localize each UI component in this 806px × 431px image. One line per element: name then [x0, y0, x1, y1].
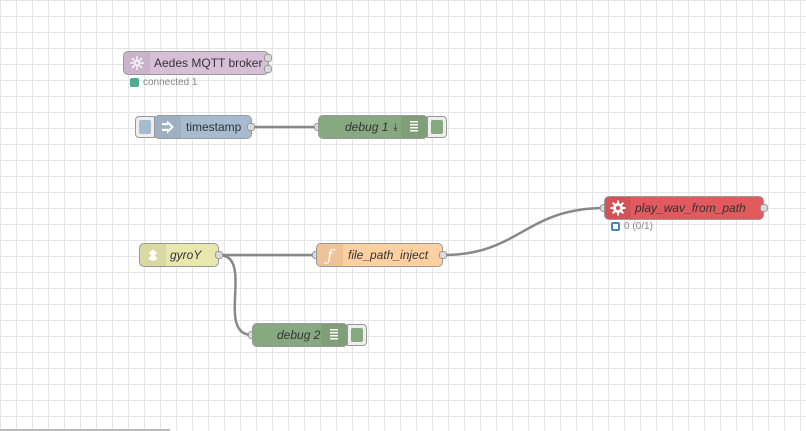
node-debug-1[interactable]: debug 1 ⤓ — [318, 115, 428, 139]
debug-toggle-button[interactable] — [427, 116, 447, 138]
status-badge: connected 1 — [130, 77, 198, 88]
node-label: debug 1 ⤓ — [345, 120, 398, 134]
list-icon — [321, 324, 347, 346]
node-timestamp[interactable]: timestamp — [154, 115, 252, 139]
output-port[interactable] — [215, 251, 223, 259]
horizontal-scrollbar[interactable] — [0, 429, 170, 431]
output-port[interactable] — [247, 123, 255, 131]
node-label: Aedes MQTT broker — [154, 56, 263, 70]
status-text: connected 1 — [143, 77, 198, 88]
bridge-icon — [124, 52, 150, 74]
wire-gyroY-debug2[interactable] — [218, 253, 253, 337]
node-label: file_path_inject — [348, 248, 429, 262]
gear-icon — [605, 197, 631, 219]
output-port[interactable] — [439, 251, 447, 259]
output-port[interactable] — [760, 204, 768, 212]
node-label: play_wav_from_path — [635, 201, 746, 215]
bridge-icon — [140, 244, 166, 266]
status-badge: 0 (0/1) — [611, 221, 653, 232]
wire-filepath-playwav[interactable] — [442, 206, 606, 257]
node-file-path-inject[interactable]: ƒ file_path_inject — [316, 243, 443, 267]
arrow-in-icon — [155, 116, 181, 138]
output-port[interactable] — [264, 54, 272, 62]
debug-toggle-button[interactable] — [347, 324, 367, 346]
node-aedes-mqtt-broker[interactable]: Aedes MQTT broker — [123, 51, 269, 75]
node-debug-2[interactable]: debug 2 — [252, 323, 348, 347]
status-text: 0 (0/1) — [624, 221, 653, 232]
status-dot — [130, 78, 139, 87]
node-gyroY[interactable]: gyroY — [139, 243, 219, 267]
node-label: debug 2 — [277, 328, 321, 342]
node-play-wav-from-path[interactable]: play_wav_from_path — [604, 196, 764, 220]
function-icon: ƒ — [317, 244, 343, 266]
muted-icon: ⤓ — [393, 121, 398, 133]
status-dot — [611, 222, 620, 231]
output-port[interactable] — [264, 65, 272, 73]
inject-button[interactable] — [135, 116, 155, 138]
list-icon — [401, 116, 427, 138]
node-label: gyroY — [170, 248, 202, 262]
node-label: timestamp — [186, 120, 242, 134]
